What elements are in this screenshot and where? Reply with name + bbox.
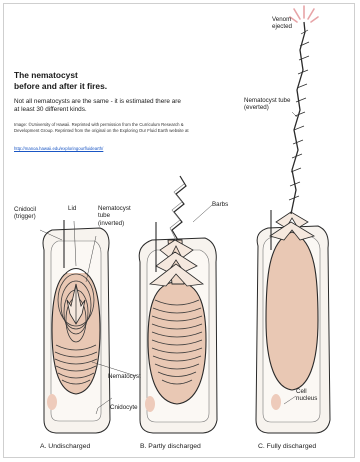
caption-fully-discharged: C. Fully discharged — [258, 443, 316, 450]
label-cnidocil: Cnidocil (trigger) — [14, 206, 36, 221]
intro-text: Not all nematocysts are the same - it is… — [14, 98, 182, 115]
cell-partly-discharged — [139, 176, 217, 433]
label-cnidocyte: Cnidocyte — [110, 404, 138, 411]
label-tube-inverted: Nematocyst tube (inverted) — [98, 205, 131, 227]
cell-undischarged — [43, 220, 110, 433]
label-nematocyst: Nematocyst — [108, 373, 141, 380]
label-tube-everted: Nematocyst tube (everted) — [244, 97, 290, 112]
title-line-2: before and after it fires. — [14, 81, 214, 92]
figure-title: The nematocyst before and after it fires… — [14, 70, 214, 92]
caption-partly-discharged: B. Partly discharged — [140, 443, 201, 450]
label-lid: Lid — [68, 205, 76, 212]
label-venom-ejected: Venom ejected — [272, 16, 292, 31]
label-cell-nucleus: Cell nucleus — [296, 388, 317, 403]
image-credit: Image: ©University of Hawaii. Reprinted … — [14, 122, 192, 134]
title-line-1: The nematocyst — [14, 70, 214, 81]
cell-fully-discharged — [256, 6, 330, 433]
credit-link[interactable]: http://manoa.hawaii.edu/exploringourflui… — [14, 146, 103, 151]
label-barbs: Barbs — [212, 201, 228, 208]
caption-undischarged: A. Undischarged — [40, 443, 90, 450]
